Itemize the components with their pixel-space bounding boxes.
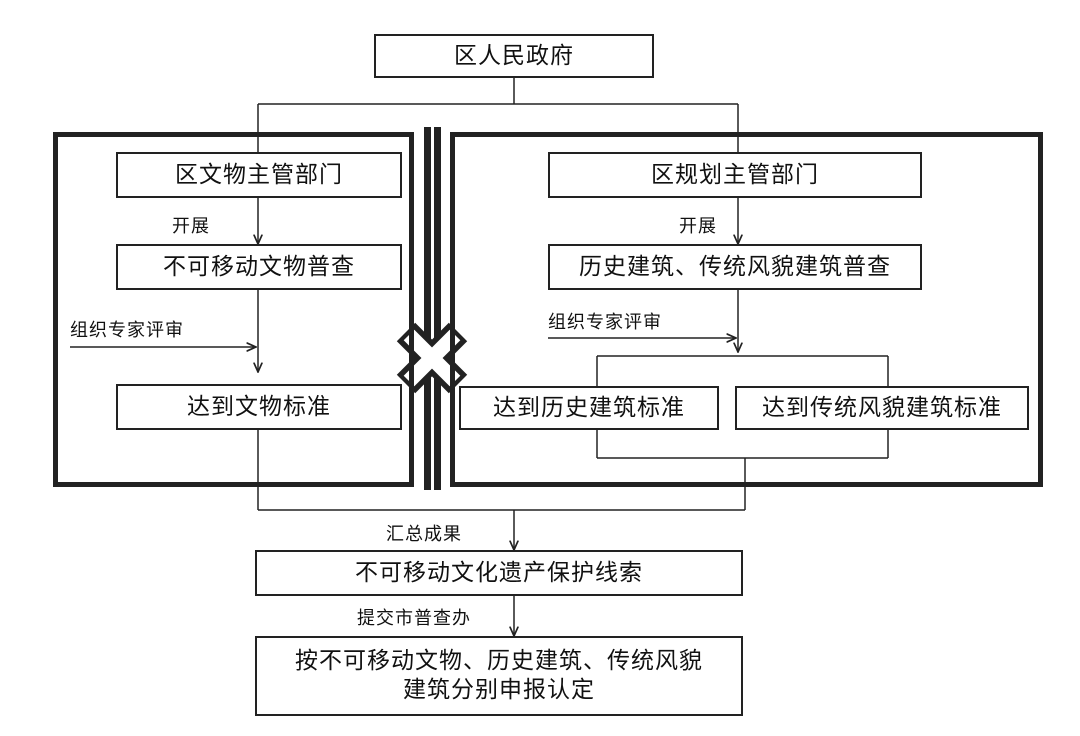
label-left-review: 组织专家评审 bbox=[70, 320, 184, 341]
right-panel-frame bbox=[450, 132, 1043, 487]
node-historic-survey: 历史建筑、传统风貌建筑普查 bbox=[548, 244, 922, 290]
label-submit: 提交市普查办 bbox=[357, 608, 471, 629]
node-final-declaration: 按不可移动文物、历史建筑、传统风貌 建筑分别申报认定 bbox=[255, 636, 743, 716]
node-traditional-standard: 达到传统风貌建筑标准 bbox=[735, 386, 1029, 430]
node-heritage-standard: 达到文物标准 bbox=[116, 384, 402, 430]
cross-icon bbox=[396, 322, 468, 394]
label-summary: 汇总成果 bbox=[386, 524, 462, 545]
label-right-review: 组织专家评审 bbox=[548, 312, 662, 333]
separator-bar-left bbox=[424, 127, 431, 490]
node-protection-clues: 不可移动文化遗产保护线索 bbox=[255, 550, 743, 596]
node-historic-standard: 达到历史建筑标准 bbox=[459, 386, 719, 430]
separator-bar-right bbox=[434, 127, 441, 490]
node-heritage-survey: 不可移动文物普查 bbox=[116, 244, 402, 290]
node-heritage-dept: 区文物主管部门 bbox=[116, 152, 402, 198]
node-planning-dept: 区规划主管部门 bbox=[548, 152, 922, 198]
label-left-conduct: 开展 bbox=[172, 216, 210, 237]
label-right-conduct: 开展 bbox=[679, 216, 717, 237]
left-panel-frame bbox=[53, 132, 414, 487]
node-government: 区人民政府 bbox=[374, 34, 654, 78]
